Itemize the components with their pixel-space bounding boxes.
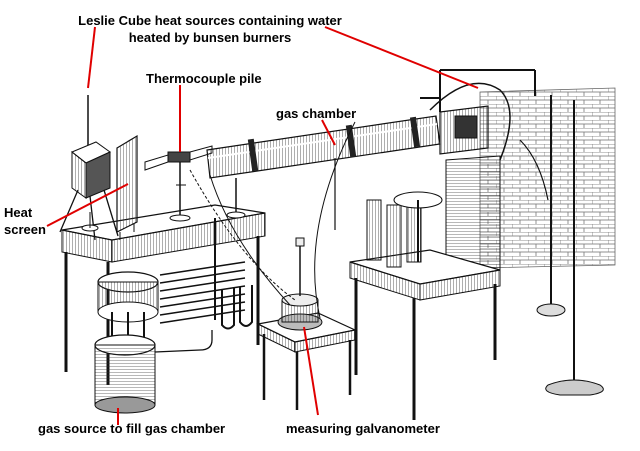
galvanometer-instrument (256, 237, 357, 410)
leslie-cube-label: Leslie Cube heat sources containing wate… (60, 12, 360, 46)
heat-screen-label-line2: screen (4, 222, 46, 237)
galvanometer-pointer (303, 326, 319, 416)
gas-chamber-label: gas chamber (276, 106, 357, 121)
heat-screen-label: Heat screen (4, 204, 46, 238)
leslie-pointer-left (87, 26, 96, 89)
gas-source-label: gas source to fill gas chamber (38, 421, 226, 436)
thermopile-instrument (144, 145, 246, 222)
thermometer-stand (536, 95, 604, 396)
gas-source-drum (94, 271, 213, 414)
annotation-lines (46, 26, 479, 425)
leslie-pointer-right (324, 26, 479, 89)
leslie-cube (59, 95, 119, 241)
right-table (349, 191, 501, 420)
leslie-cube-label-line1: Leslie Cube heat sources containing wate… (78, 13, 342, 28)
connecting-wires (189, 121, 549, 319)
thermopile-label: Thermocouple pile (146, 71, 262, 86)
heat-screen-pointer (46, 183, 129, 227)
heat-screen-label-line1: Heat (4, 205, 33, 220)
gas-chamber-pointer (321, 119, 336, 146)
left-table (61, 204, 266, 385)
right-heat-source (420, 69, 536, 275)
leslie-cube-label-line2: heated by bunsen burners (128, 30, 292, 45)
galvanometer-label: measuring galvanometer (286, 421, 440, 436)
